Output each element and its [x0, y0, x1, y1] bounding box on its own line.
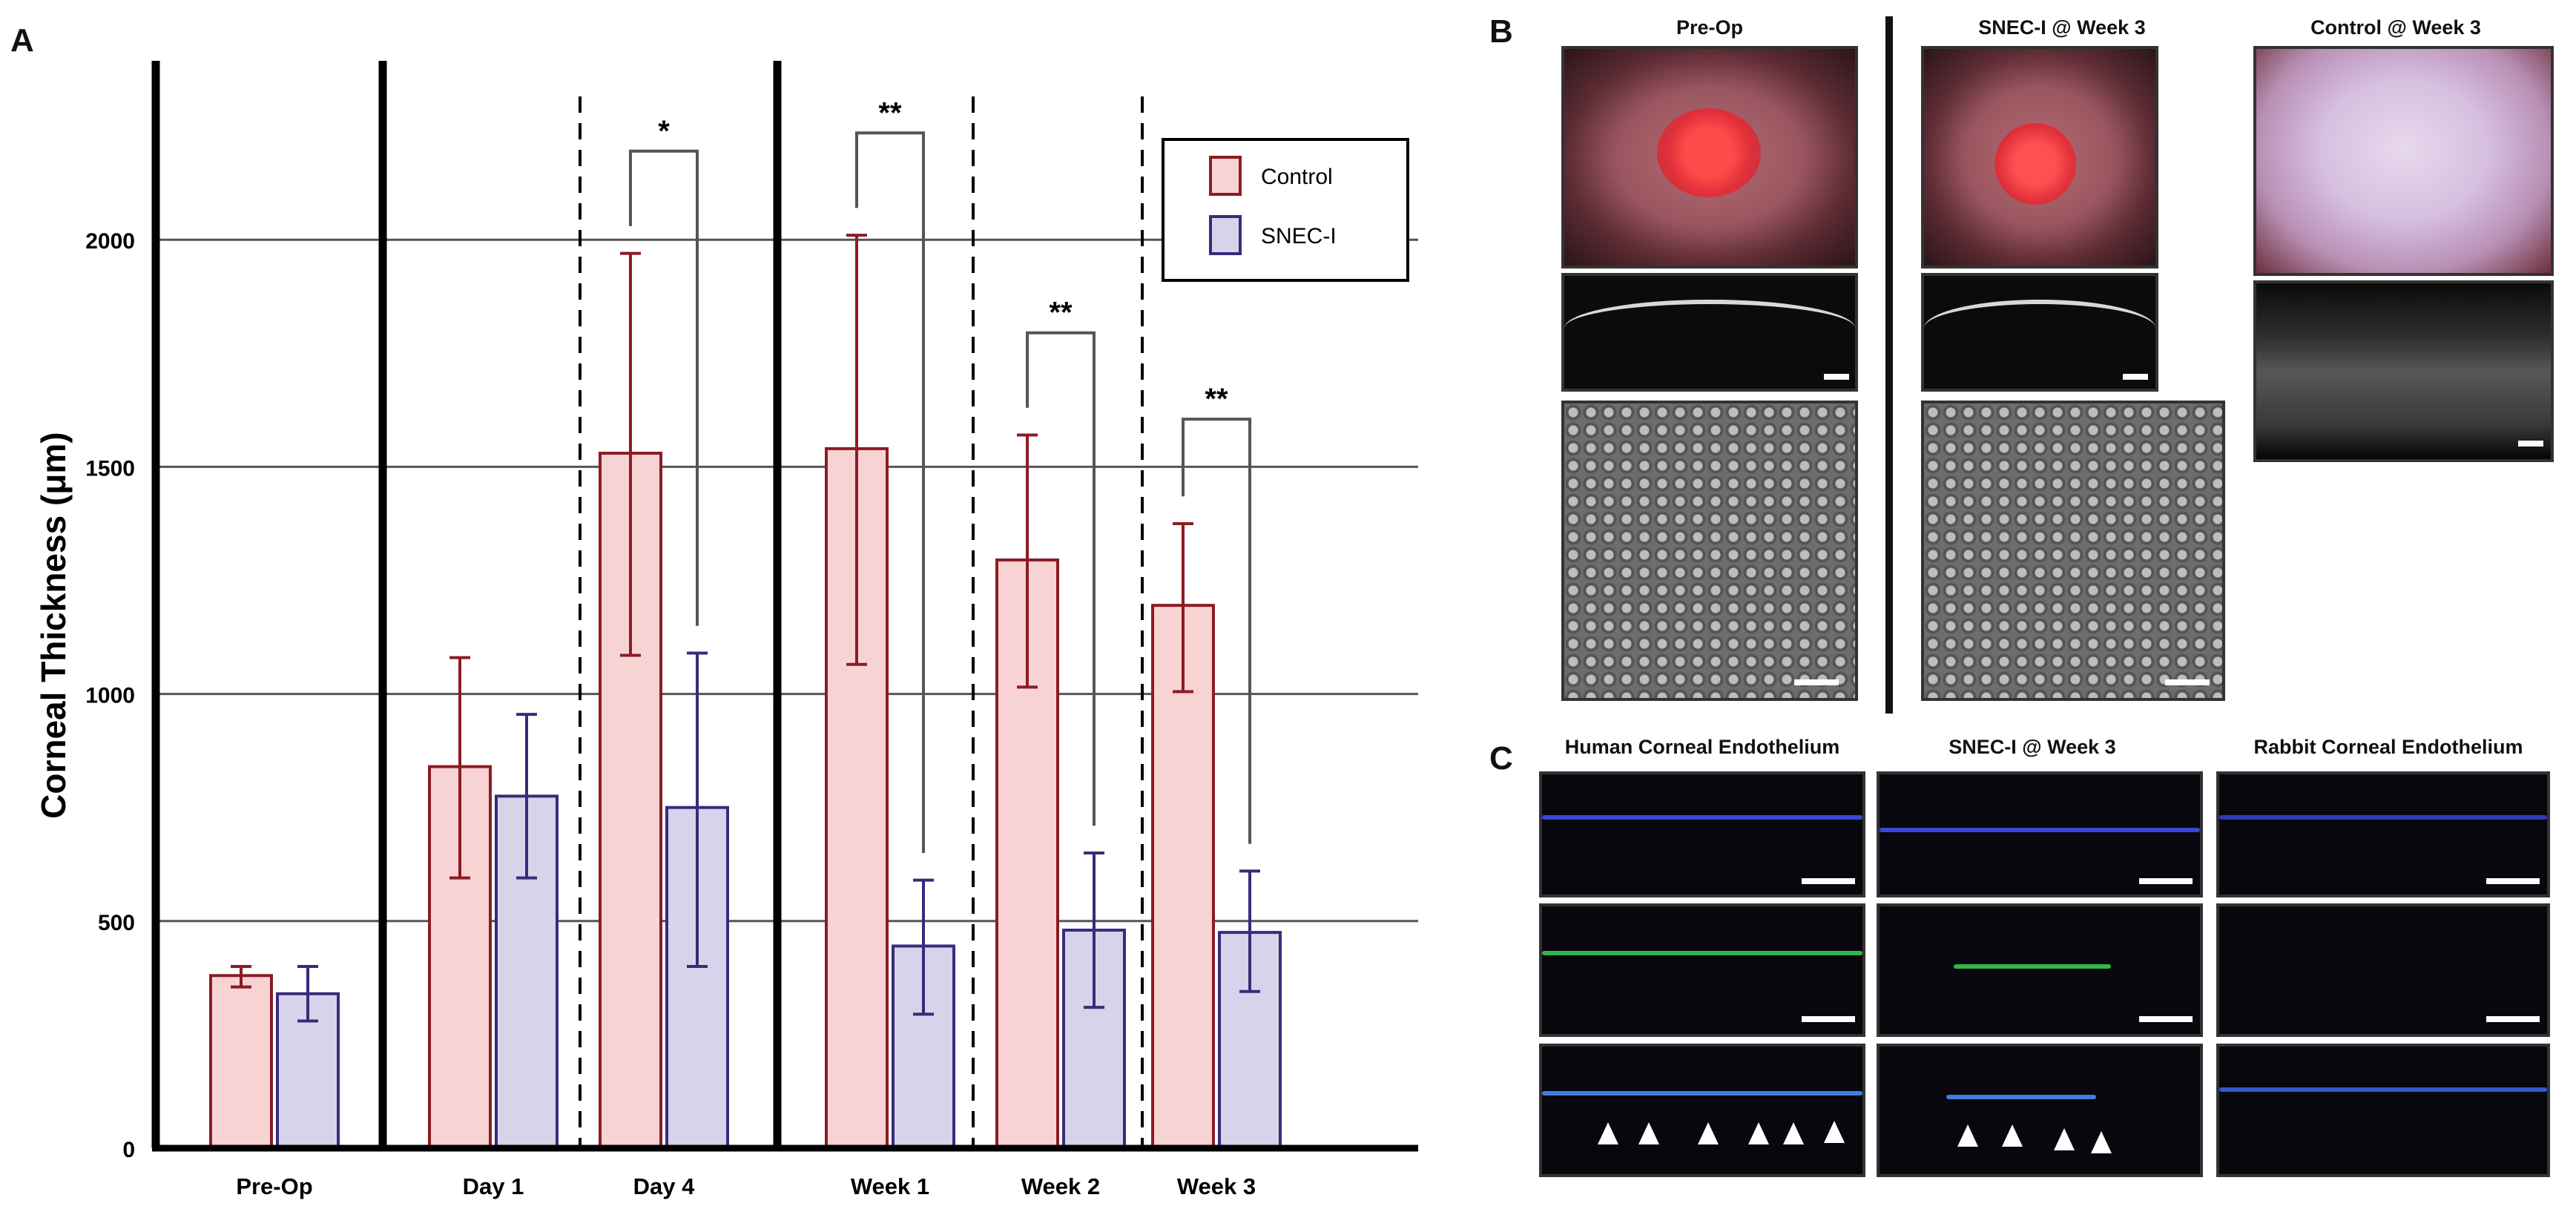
arrowhead-marker: [1598, 1122, 1618, 1144]
fluorescence-rabbit-green: [2216, 903, 2550, 1037]
fluorescence-human-merged: [1539, 1044, 1865, 1177]
x-tick-label: Week 2: [1021, 1173, 1100, 1199]
y-tick-label: 500: [98, 911, 135, 935]
panel-letter-a: A: [10, 22, 34, 59]
legend-box: [1162, 138, 1409, 282]
scale-bar: [2486, 1016, 2540, 1022]
panel-c-col-label-rabbit: Rabbit Corneal Endothelium: [2253, 736, 2523, 758]
pupil-reflex: [1657, 108, 1761, 197]
scale-bar: [1802, 878, 1855, 884]
x-tick-label: Week 3: [1177, 1173, 1256, 1199]
significance-bracket: [855, 131, 925, 853]
scale-bar: [1794, 679, 1839, 685]
significance-label: **: [1049, 297, 1073, 329]
bar-control-day-1: [428, 765, 492, 1150]
scale-bar: [2139, 1016, 2193, 1022]
oct-image-snec: [1921, 273, 2158, 392]
merged-stain-line: [2219, 1087, 2547, 1092]
y-axis-label: Corneal Thickness (μm): [34, 432, 73, 819]
slit-lamp-photo-preop: [1561, 46, 1858, 269]
y-tick-label: 1000: [85, 684, 135, 708]
fluorescence-snec-green: [1877, 903, 2203, 1037]
slit-lamp-photo-snec: [1921, 46, 2158, 269]
legend-label: Control: [1261, 165, 1333, 189]
arrowhead-marker: [1824, 1121, 1845, 1143]
scale-bar: [2123, 374, 2148, 380]
legend-label: SNEC-I: [1261, 224, 1337, 248]
fluorescence-rabbit-blue: [2216, 771, 2550, 897]
specular-image-snec: [1921, 401, 2225, 701]
significance-bracket: [1026, 331, 1096, 826]
arrowhead-marker: [1748, 1122, 1769, 1144]
scale-bar: [1802, 1016, 1855, 1022]
panel-letter-c: C: [1489, 740, 1513, 777]
legend-swatch-control: [1209, 156, 1242, 196]
scale-bar: [2139, 878, 2193, 884]
oct-image-preop: [1561, 273, 1858, 392]
cornea-band: [1924, 300, 2155, 371]
nuclear-stain-line: [1880, 828, 2200, 832]
panel-b-divider: [1885, 16, 1893, 714]
nuclear-stain-line: [1542, 815, 1862, 820]
fluorescence-snec-merged: [1877, 1044, 2203, 1177]
significance-bracket: [629, 149, 699, 626]
scale-bar: [1824, 374, 1849, 380]
cornea-band: [1564, 300, 1855, 371]
x-tick-label: Day 1: [463, 1173, 524, 1199]
significance-label: *: [658, 115, 670, 148]
significance-label: **: [1205, 383, 1228, 415]
significance-bracket: [1182, 418, 1251, 844]
scale-bar: [2518, 441, 2543, 447]
panel-b-col-label-preop: Pre-Op: [1676, 16, 1744, 39]
fluorescence-human-blue: [1539, 771, 1865, 897]
merged-stain-line: [1542, 1091, 1862, 1096]
fluorescence-rabbit-merged: [2216, 1044, 2550, 1177]
scale-bar: [2165, 679, 2210, 685]
fluorescence-snec-blue: [1877, 771, 2203, 897]
y-tick-label: 2000: [85, 229, 135, 254]
arrowhead-marker: [2054, 1128, 2075, 1150]
oct-image-control: [2253, 280, 2554, 462]
marker-stain-line: [1954, 964, 2111, 969]
merged-stain-line: [1946, 1095, 2096, 1099]
panel-b-col-label-control: Control @ Week 3: [2310, 16, 2481, 39]
arrowhead-marker: [1783, 1122, 1804, 1144]
x-tick-label: Pre-Op: [236, 1173, 312, 1199]
panel-c-col-label-snec: SNEC-I @ Week 3: [1949, 736, 2116, 758]
panel-c-col-label-human: Human Corneal Endothelium: [1564, 736, 1840, 758]
pupil-reflex: [1994, 123, 2076, 205]
significance-label: **: [878, 96, 902, 129]
nuclear-stain-line: [2219, 815, 2547, 820]
x-tick-label: Week 1: [851, 1173, 929, 1199]
arrowhead-marker: [1638, 1122, 1659, 1144]
arrowhead-marker: [2091, 1131, 2112, 1153]
bar-control-pre-op: [209, 974, 273, 1150]
y-tick-label: 1500: [85, 456, 135, 481]
slit-lamp-photo-control: [2253, 46, 2554, 276]
specular-image-preop: [1561, 401, 1858, 701]
bar-snec-week-3: [1218, 931, 1282, 1150]
panel-letter-b: B: [1489, 13, 1513, 50]
y-tick-label: 0: [122, 1138, 135, 1162]
arrowhead-marker: [2002, 1124, 2023, 1147]
fluorescence-human-green: [1539, 903, 1865, 1037]
arrowhead-marker: [1957, 1124, 1978, 1147]
scale-bar: [2486, 878, 2540, 884]
x-tick-label: Day 4: [633, 1173, 695, 1199]
panel-b-col-label-snec: SNEC-I @ Week 3: [1978, 16, 2146, 39]
arrowhead-marker: [1698, 1122, 1719, 1144]
legend-swatch-snec: [1209, 215, 1242, 255]
marker-stain-line: [1542, 951, 1862, 955]
